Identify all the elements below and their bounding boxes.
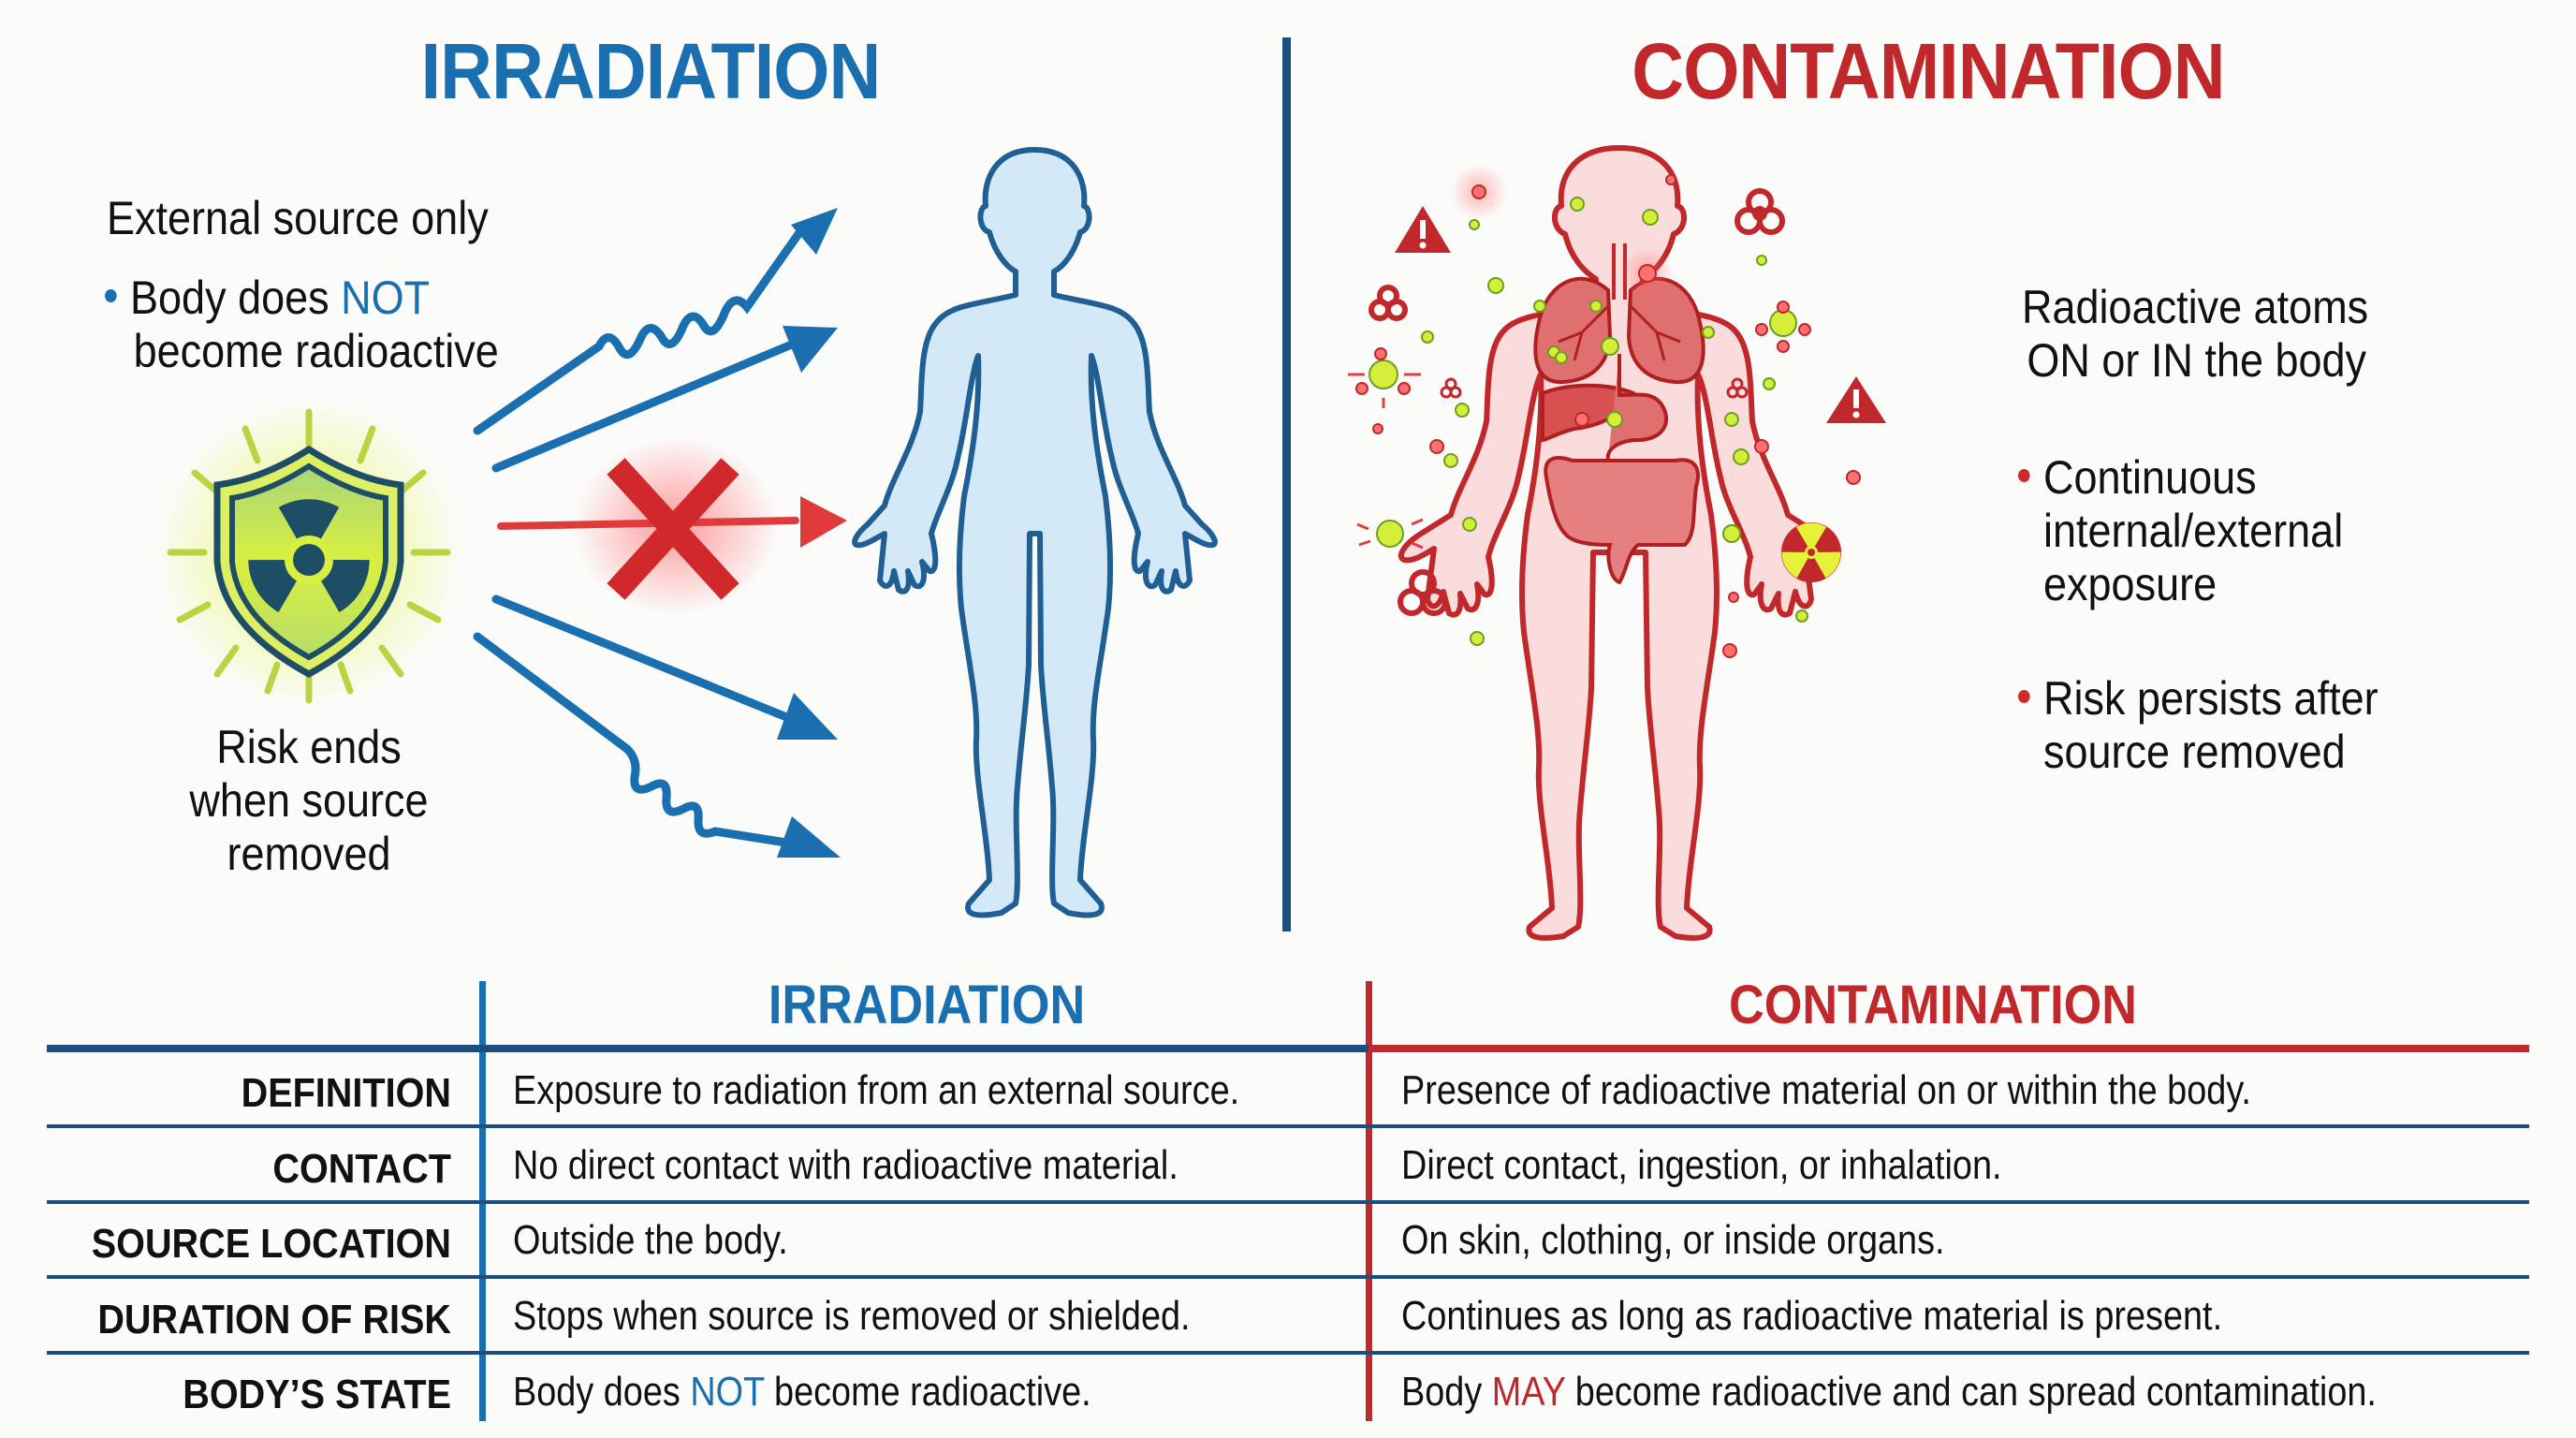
biohazard-icon <box>1368 188 1785 616</box>
bullet-dot-icon <box>2018 468 2030 482</box>
particle-dot-icon <box>1355 164 1861 658</box>
blocked-red-arrow-icon <box>497 437 847 615</box>
bullet-dot-icon <box>105 288 117 302</box>
red-x-icon <box>607 458 739 600</box>
row-label-definition: DEFINITION <box>241 1070 451 1116</box>
warning-triangle-icon <box>1395 206 1451 253</box>
contamination-heading: Radioactive atoms ON or IN the body <box>2022 281 2369 387</box>
cell-irradiation-duration: Stops when source is removed or shielded… <box>513 1293 1191 1339</box>
row-separator <box>47 1351 2529 1355</box>
row-separator <box>47 1275 2529 1279</box>
contamination-title: CONTAMINATION <box>1632 27 2225 115</box>
row-label-contact: CONTACT <box>272 1146 451 1192</box>
wavy-radiation-arrow-icon <box>473 632 841 858</box>
irradiation-heading: External source only <box>107 192 489 244</box>
cell-contamination-definition: Presence of radioactive material on or w… <box>1401 1067 2251 1113</box>
radiation-shield-icon <box>150 393 468 712</box>
bullet-dot-icon <box>2018 689 2030 703</box>
emphasis-not: NOT <box>341 271 431 324</box>
emphasis-may: MAY <box>1491 1369 1566 1415</box>
irradiation-risk-text: Risk ends when source removed <box>189 721 429 880</box>
irradiation-title: IRRADIATION <box>420 27 882 115</box>
human-figure-blue <box>847 140 1222 936</box>
irradiation-bullet: Body does NOT become radioactive <box>105 271 499 378</box>
row-separator <box>47 1200 2529 1204</box>
cell-irradiation-bodys-state: Body does NOT become radioactive. <box>513 1369 1091 1415</box>
warning-triangle-icon <box>1826 376 1886 423</box>
cell-contamination-duration: Continues as long as radioactive materia… <box>1401 1293 2223 1339</box>
cell-irradiation-source-location: Outside the body. <box>513 1217 788 1263</box>
straight-radiation-arrow-icon <box>491 326 838 473</box>
cell-contamination-contact: Direct contact, ingestion, or inhalation… <box>1401 1142 2002 1188</box>
row-label-source-location: SOURCE LOCATION <box>91 1221 451 1267</box>
contamination-bullet-1: Continuous internal/external exposure <box>2018 451 2343 611</box>
cell-irradiation-contact: No direct contact with radioactive mater… <box>513 1142 1178 1188</box>
contamination-bullet-2: Risk persists after source removed <box>2018 672 2378 779</box>
cell-contamination-source-location: On skin, clothing, or inside organs. <box>1401 1217 1945 1263</box>
wavy-radiation-arrow-icon <box>473 208 838 435</box>
header-rule-blue <box>47 1045 1368 1052</box>
row-separator <box>47 1124 2529 1128</box>
row-label-bodys-state: BODY’S STATE <box>183 1372 452 1417</box>
emphasis-not: NOT <box>690 1369 765 1415</box>
table-header-irradiation: IRRADIATION <box>768 975 1086 1035</box>
panel-divider <box>1282 37 1291 932</box>
table-header-contamination: CONTAMINATION <box>1729 975 2137 1035</box>
radiation-trefoil-icon <box>1778 519 1845 586</box>
row-label-duration-of-risk: DURATION OF RISK <box>97 1297 451 1343</box>
cell-contamination-bodys-state: Body MAY become radioactive and can spre… <box>1401 1369 2377 1415</box>
straight-radiation-arrow-icon <box>491 594 838 740</box>
radiation-arrows <box>468 187 861 880</box>
header-rule-red <box>1368 1045 2529 1052</box>
cell-irradiation-definition: Exposure to radiation from an external s… <box>513 1067 1240 1113</box>
human-figure-red-with-organs <box>1329 131 1910 946</box>
